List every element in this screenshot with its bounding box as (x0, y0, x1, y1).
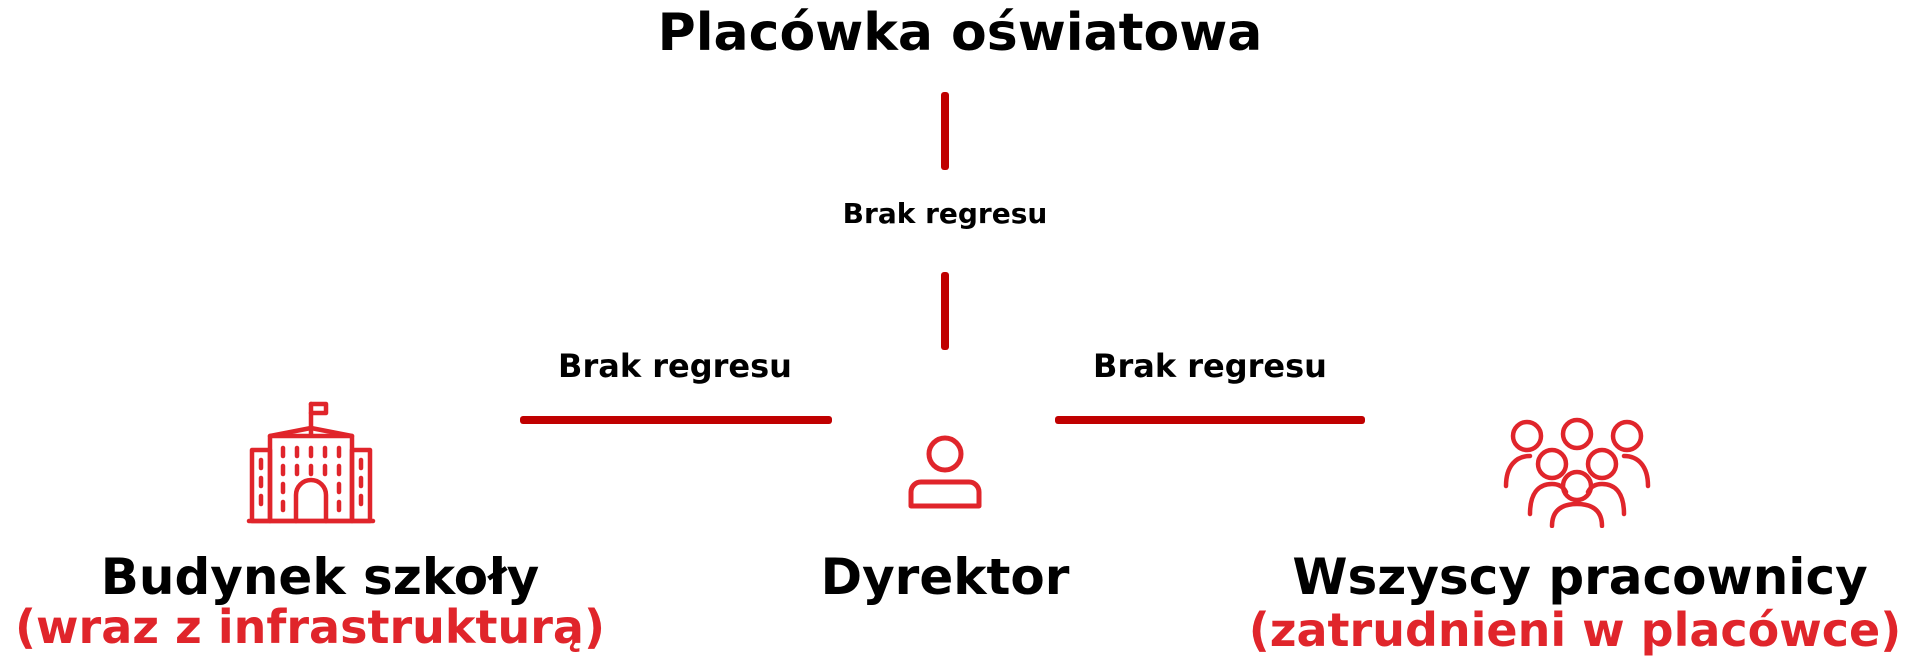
edge-label-right: Brak regresu (1093, 347, 1327, 385)
node-employees-title: Wszyscy pracownicy (1292, 548, 1868, 606)
edge-label-top: Brak regresu (842, 197, 1048, 230)
node-director-title: Dyrektor (820, 548, 1070, 606)
person-icon (908, 435, 982, 509)
node-building-subtitle: (wraz z infrastrukturą) (15, 600, 605, 654)
connector-left (520, 416, 832, 424)
diagram-title: Placówka oświatowa (657, 3, 1263, 63)
connector-top-lower (941, 272, 949, 350)
group-of-people-icon (1503, 417, 1651, 528)
node-building-title: Budynek szkoły (100, 548, 540, 606)
school-building-icon (246, 401, 376, 524)
connector-right (1055, 416, 1365, 424)
edge-label-left: Brak regresu (558, 347, 792, 385)
node-employees-subtitle: (zatrudnieni w placówce) (1248, 603, 1902, 657)
connector-top-upper (941, 92, 949, 170)
